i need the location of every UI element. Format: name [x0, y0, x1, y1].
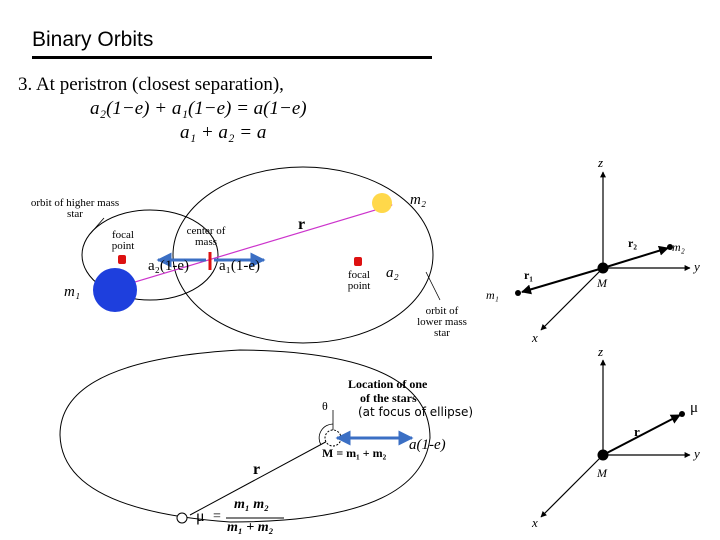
point-line-3: a₁ + a₂ = a — [180, 122, 267, 143]
location-line-2: of the stars — [360, 391, 417, 405]
mu-denominator: m₁ + m₂ — [227, 520, 274, 535]
focal-point-left-marker — [118, 255, 126, 264]
title-underline — [32, 56, 432, 59]
orbit-lower-mass-star — [172, 166, 434, 344]
mass-m1-dot — [515, 290, 521, 296]
orbit-higher-mass-star — [81, 209, 219, 301]
M-equation-label: M = m₁ + m₂ — [322, 446, 387, 460]
a-term-label: a(1-e) — [409, 437, 446, 453]
location-line-3: (at focus of ellipse) — [358, 405, 474, 419]
mass-m2-label: m₂ — [672, 240, 685, 254]
slide-title: Binary Orbits — [32, 28, 154, 51]
orbit-lower-label: orbit of lower mass star — [417, 305, 467, 339]
axis-y-top-label: y — [694, 259, 700, 274]
center-of-mass-label: center of mass — [186, 225, 226, 248]
point-line-1: 3. At peristron (closest separation), — [18, 74, 284, 95]
vector-r1 — [521, 267, 604, 295]
reduced-orbit-ellipse — [59, 349, 431, 523]
separation-vector-line — [114, 203, 393, 289]
mass-M-top-label: M — [597, 276, 607, 290]
mu-numerator: m₁ m₂ — [234, 497, 270, 512]
focal-point-right-label: focal point — [347, 269, 371, 292]
reduced-separation-line — [189, 437, 334, 516]
vector-r2-label: r₂ — [628, 236, 637, 250]
theta-arc — [318, 423, 334, 446]
orbit-higher-label: orbit of higher mass star — [30, 197, 120, 220]
axis-x-top-label: x — [532, 330, 538, 345]
focal-point-right-marker — [354, 257, 362, 266]
label-a2: a₂ — [386, 265, 399, 281]
star-m1 — [93, 268, 137, 312]
label-a1-term: a₁(1-e) — [219, 258, 261, 274]
mass-M-dot-bottom — [597, 449, 609, 461]
vector-r-bottom-label: r — [634, 424, 640, 439]
mu-symbol: μ — [196, 508, 205, 525]
location-line-1: Location of one — [348, 377, 428, 391]
orbit-label-leader-left — [89, 217, 105, 235]
vector-r-bottom — [602, 414, 681, 456]
label-m1: m₁ — [64, 284, 81, 300]
mass-M-dot-top — [597, 262, 609, 274]
label-r-upper: r — [298, 216, 306, 233]
axis-x-bottom — [540, 454, 604, 518]
mu-equals: = — [213, 509, 221, 524]
axis-z-top-label: z — [598, 155, 604, 170]
axis-y-bottom-label: y — [694, 446, 700, 461]
label-r-lower: r — [253, 461, 261, 478]
axis-x-top — [540, 267, 604, 331]
vector-r1-label: r₁ — [524, 268, 533, 282]
label-m2: m₂ — [410, 192, 427, 208]
orbit-label-leader-right — [425, 271, 441, 301]
mass-M-bottom-label: M — [597, 466, 607, 480]
point-line-2: a₂(1−e) + a₁(1−e) = a(1−e) — [90, 98, 307, 119]
axis-x-bottom-label: x — [532, 515, 538, 530]
star-m2 — [372, 193, 392, 213]
label-a2-term: a₂(1-e) — [148, 258, 190, 274]
mass-mu-label: μ — [690, 400, 699, 416]
theta-label: θ — [322, 399, 328, 413]
mass-m1-label: m₁ — [486, 288, 499, 302]
focal-point-left-label: focal point — [111, 229, 135, 252]
mass-mu-point — [176, 512, 188, 524]
axis-z-bottom-label: z — [598, 344, 604, 359]
mass-mu-dot-axes — [679, 411, 685, 417]
mass-m2-dot — [667, 244, 673, 250]
vector-r2 — [602, 245, 669, 269]
